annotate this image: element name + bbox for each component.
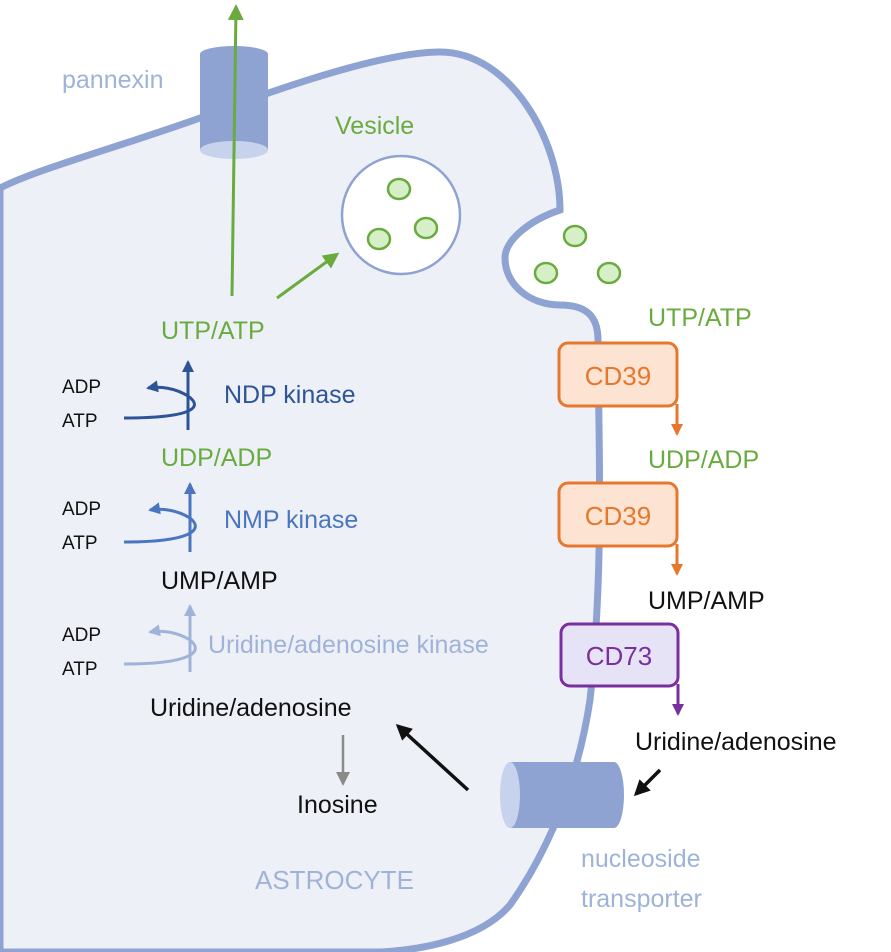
- intracellular-udp-adp: UDP/ADP: [161, 444, 272, 472]
- intracellular-utp-atp: UTP/ATP: [161, 317, 265, 345]
- pannexin-label: pannexin: [62, 66, 163, 94]
- uptake-arrow-outside: [633, 768, 662, 797]
- adp-label-3: ADP: [62, 625, 101, 646]
- astrocyte-cell-membrane: [0, 48, 604, 952]
- vesicle-label: Vesicle: [335, 112, 414, 140]
- nucleoside-transporter: [500, 762, 624, 828]
- ndp-kinase-label: NDP kinase: [224, 381, 356, 409]
- nmp-kinase-label: NMP kinase: [224, 506, 358, 534]
- exocytosis-granules: [533, 224, 622, 285]
- cd39-enzyme-box-1: [557, 341, 679, 408]
- extracellular-udp-adp: UDP/ADP: [648, 446, 759, 474]
- nucleoside-transporter-label-line2: transporter: [581, 885, 702, 913]
- adp-label-1: ADP: [62, 377, 101, 398]
- nucleoside-transporter-label-line1: nucleoside: [581, 845, 701, 873]
- extracellular-ump-amp: UMP/AMP: [648, 587, 765, 615]
- uridine-kinase-reaction: [123, 604, 197, 672]
- intracellular-ump-amp: UMP/AMP: [161, 567, 278, 595]
- nmp-kinase-reaction: [123, 482, 197, 552]
- intracellular-uridine-adenosine: Uridine/adenosine: [150, 694, 352, 722]
- cd39-enzyme-box-2: [557, 481, 679, 548]
- ndp-kinase-reaction: [123, 360, 196, 430]
- atp-label-2: ATP: [62, 533, 98, 554]
- adp-label-2: ADP: [62, 499, 101, 520]
- cd39-label-1: CD39: [585, 361, 651, 391]
- atp-label-3: ATP: [62, 659, 98, 680]
- inosine-label: Inosine: [297, 791, 378, 819]
- astrocyte-label: ASTROCYTE: [255, 865, 414, 895]
- atp-label-1: ATP: [62, 411, 98, 432]
- uptake-arrow-inside: [395, 723, 470, 792]
- extracellular-utp-atp: UTP/ATP: [648, 304, 752, 332]
- pannexin-release-arrow: [227, 4, 244, 297]
- uridine-kinase-label: Uridine/adenosine kinase: [208, 631, 489, 659]
- cd73-enzyme-box: [559, 622, 680, 688]
- extracellular-uridine-adenosine: Uridine/adenosine: [635, 728, 837, 756]
- cd39-label-2: CD39: [585, 501, 651, 531]
- vesicle-loading-arrow: [276, 252, 340, 300]
- cd73-label: CD73: [586, 641, 652, 671]
- vesicle: [340, 154, 462, 276]
